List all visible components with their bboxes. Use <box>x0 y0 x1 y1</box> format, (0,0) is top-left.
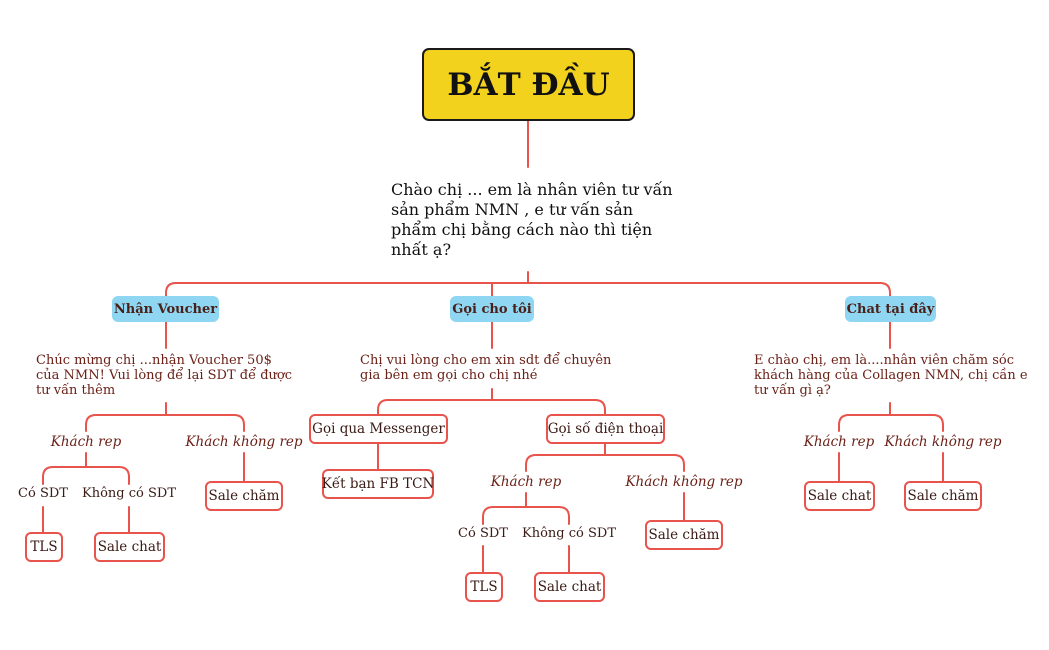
voucher-customer-replies[interactable]: Khách rep <box>50 434 122 450</box>
chat-sale-cham-box[interactable]: Sale chăm <box>904 481 982 511</box>
call-messenger-box[interactable]: Gọi qua Messenger <box>309 414 448 444</box>
chat-message: E chào chị, em là....nhân viên chăm sóc … <box>754 353 1028 398</box>
edge-chat-split <box>838 402 944 432</box>
chat-customer-replies[interactable]: Khách rep <box>803 434 875 450</box>
voucher-no-phone[interactable]: Không có SDT <box>82 486 176 501</box>
edge-call-split <box>377 388 606 415</box>
chat-customer-no-reply[interactable]: Khách không rep <box>884 434 1002 450</box>
voucher-tls-box[interactable]: TLS <box>25 532 63 562</box>
call-sale-chat-box[interactable]: Sale chat <box>534 572 605 602</box>
add-friend-fb-box[interactable]: Kết bạn FB TCN <box>322 469 434 499</box>
voucher-customer-no-reply[interactable]: Khách không rep <box>185 434 303 450</box>
branch-voucher[interactable]: Nhận Voucher <box>112 296 219 322</box>
start-node[interactable]: BẮT ĐẦU <box>422 48 635 121</box>
call-no-phone[interactable]: Không có SDT <box>522 526 616 541</box>
call-sale-cham-box[interactable]: Sale chăm <box>645 520 723 550</box>
branch-call-me[interactable]: Gọi cho tôi <box>450 296 534 322</box>
voucher-sale-chat-box[interactable]: Sale chat <box>94 532 165 562</box>
voucher-message: Chúc mừng chị ...nhận Voucher 50$ của NM… <box>36 353 293 398</box>
edge-intro-branches <box>165 271 891 298</box>
voucher-sale-cham-box[interactable]: Sale chăm <box>205 481 283 511</box>
chat-sale-chat-box[interactable]: Sale chat <box>804 481 875 511</box>
call-phone-number-box[interactable]: Gọi số điện thoại <box>546 414 665 444</box>
call-has-phone[interactable]: Có SDT <box>458 526 508 541</box>
branch-chat-here[interactable]: Chat tại đây <box>845 296 936 322</box>
voucher-has-phone[interactable]: Có SDT <box>18 486 68 501</box>
call-message: Chị vui lòng cho em xin sdt để chuyên gi… <box>360 353 612 383</box>
greeting-text: Chào chị ... em là nhân viên tư vấn sản … <box>391 180 673 259</box>
edge-voucher-split <box>85 402 245 432</box>
call-customer-no-reply[interactable]: Khách không rep <box>625 474 743 490</box>
edge-call-phone-split <box>525 443 685 472</box>
call-customer-replies[interactable]: Khách rep <box>490 474 562 490</box>
edge-voucher-rep-split <box>42 452 130 485</box>
call-tls-box[interactable]: TLS <box>465 572 503 602</box>
edge-call-rep-split <box>482 492 570 525</box>
